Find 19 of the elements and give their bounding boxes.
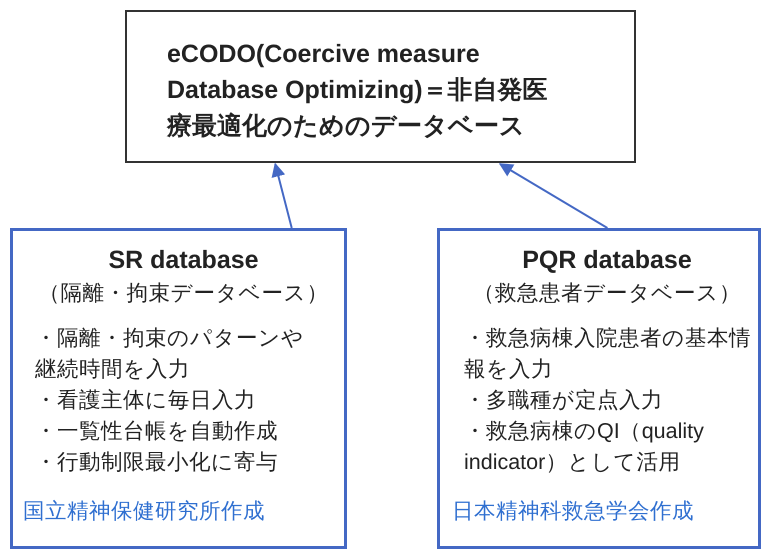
title-box — [125, 10, 636, 163]
bullet-item: ・一覧性台帳を自動作成 — [35, 418, 279, 445]
bullet-item: ・隔離・拘束のパターンや継続時間を入力 — [35, 325, 305, 383]
database-name: PQR database — [521, 245, 693, 276]
author-note: 日本精神科救急学会作成 — [452, 498, 695, 525]
database-box — [437, 228, 761, 549]
arrow — [498, 163, 608, 229]
title-text: eCODO(Coercive measure Database Optimizing)＝非自発医療最適化のためのデータベース — [167, 39, 549, 142]
bullet-item: ・救急病棟のQI（quality indicator）として活用 — [464, 418, 705, 476]
database-name: SR database — [107, 245, 260, 276]
author-note: 国立精神保健研究所作成 — [23, 498, 266, 525]
database-box — [10, 228, 347, 549]
database-subtitle: （救急患者データベース） — [472, 280, 742, 307]
bullet-item: ・行動制限最小化に寄与 — [35, 449, 279, 476]
bullet-item: ・救急病棟入院患者の基本情報を入力 — [464, 325, 752, 383]
bullet-item: ・看護主体に毎日入力 — [35, 387, 257, 414]
bullet-item: ・多職種が定点入力 — [464, 387, 664, 414]
arrow — [272, 162, 293, 228]
database-subtitle: （隔離・拘束データベース） — [38, 280, 330, 307]
